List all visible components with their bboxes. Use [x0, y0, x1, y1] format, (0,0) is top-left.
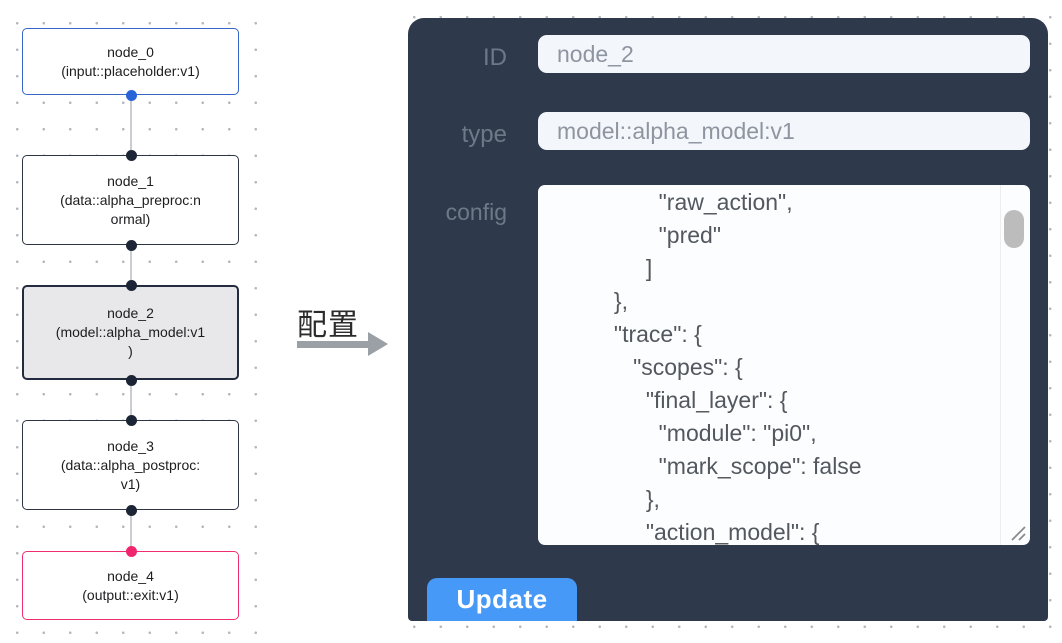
config-label: config [445, 199, 507, 225]
config-panel: ID type config "raw_action", "pred" ] },… [408, 18, 1048, 621]
node-title: node_4 [107, 567, 154, 584]
node-subtitle: (model::alpha_model:v1 [55, 324, 206, 340]
update-button[interactable]: Update [427, 578, 577, 621]
node-subtitle: (data::alpha_preproc:n [60, 191, 201, 208]
port-dot-node_3-in[interactable] [125, 414, 137, 426]
flow-node-node_3[interactable]: node_3 (data::alpha_postproc: v1) [22, 420, 239, 510]
flow-node-node_1[interactable]: node_1 (data::alpha_preproc:n ormal) [22, 155, 239, 245]
edge-line [130, 95, 132, 155]
flow-node-node_0[interactable]: node_0 (input::placeholder:v1) [22, 28, 239, 95]
node-subtitle: (output::exit:v1) [82, 586, 179, 603]
id-label: ID [483, 44, 507, 71]
arrow-shaft [297, 341, 369, 348]
arrow-head [368, 332, 388, 356]
node-subtitle: (input::placeholder:v1) [61, 62, 200, 79]
node-subtitle: v1) [120, 475, 141, 492]
port-dot-node_2-out[interactable] [125, 374, 137, 386]
port-dot-node_2-in[interactable] [125, 279, 137, 291]
port-dot-node_4-in[interactable] [125, 545, 137, 557]
config-json-text: "raw_action", "pred" ] }, "trace": { "sc… [613, 189, 862, 545]
flow-node-node_2-selected[interactable]: node_2 (model::alpha_model:v1 ) [22, 285, 239, 380]
scrollbar-thumb[interactable] [1004, 210, 1024, 248]
port-dot-node_0-out[interactable] [125, 89, 137, 101]
scrollbar-track [1000, 185, 1001, 545]
node-subtitle: ) [128, 343, 133, 359]
port-dot-node_1-out[interactable] [125, 239, 137, 251]
port-dot-node_1-in[interactable] [125, 149, 137, 161]
edge-line [130, 245, 132, 285]
type-label: type [461, 121, 507, 148]
node-subtitle: (data::alpha_postproc: [60, 456, 201, 473]
node-title: node_3 [107, 437, 154, 454]
flow-canvas: node_0 (input::placeholder:v1) node_1 (d… [0, 0, 278, 643]
resize-handle-icon[interactable] [1008, 523, 1028, 543]
port-dot-node_3-out[interactable] [125, 504, 137, 516]
node-title: node_0 [107, 43, 154, 60]
edge-line [130, 380, 132, 420]
type-input[interactable] [538, 112, 1030, 150]
configure-label: 配置 [297, 309, 359, 342]
flow-node-node_4[interactable]: node_4 (output::exit:v1) [22, 551, 239, 620]
node-title: node_1 [107, 172, 154, 189]
id-input[interactable] [538, 35, 1030, 73]
edge-line [130, 510, 132, 551]
node-title: node_2 [107, 305, 154, 321]
right-arrow-icon [297, 332, 389, 356]
node-subtitle: ormal) [110, 210, 151, 227]
config-json-editor[interactable]: "raw_action", "pred" ] }, "trace": { "sc… [538, 185, 1030, 545]
